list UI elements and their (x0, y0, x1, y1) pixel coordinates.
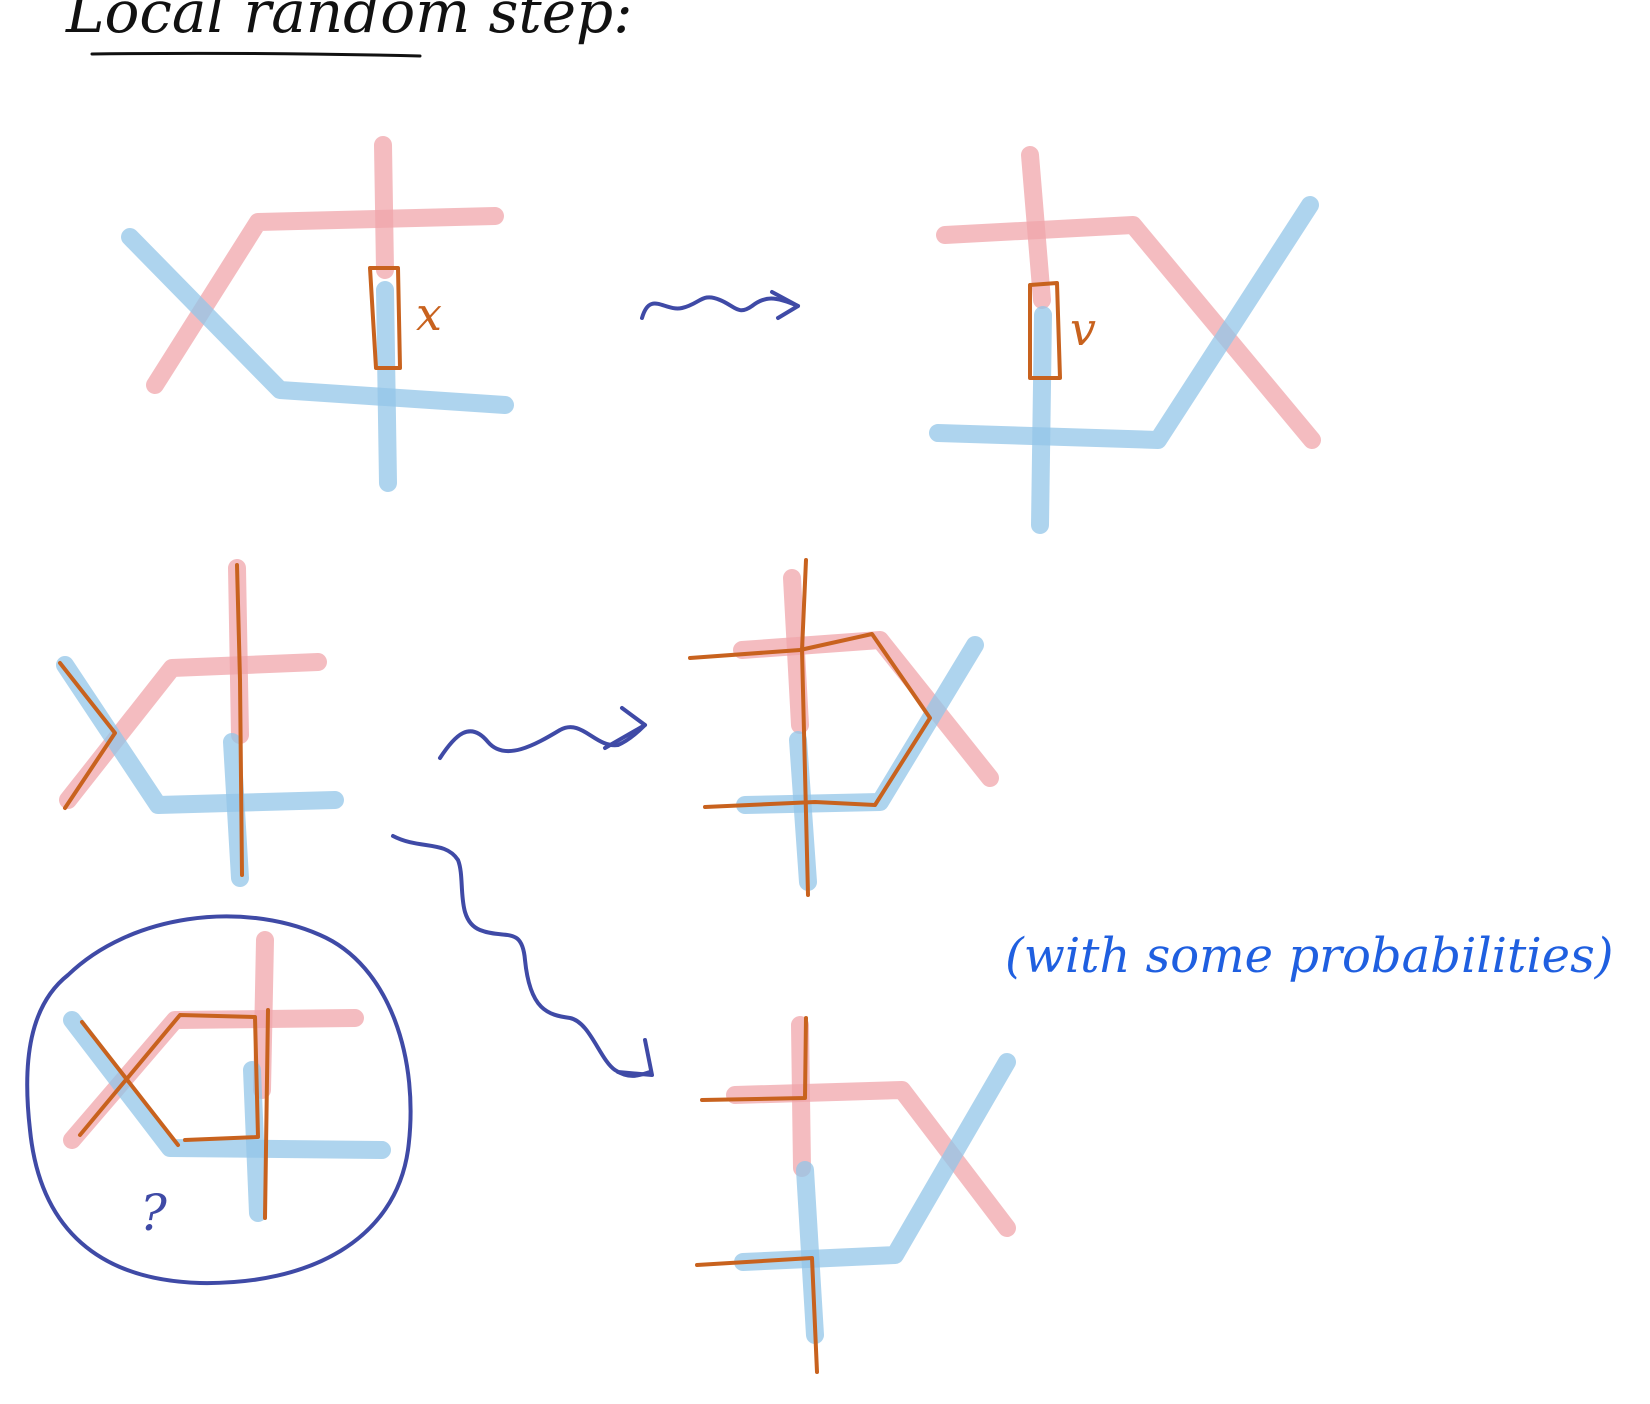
orange-box-x (368, 266, 402, 370)
blue-strand (929, 196, 1319, 449)
blue-strand (63, 1011, 391, 1159)
squiggle-arrow-middle (438, 706, 647, 760)
orange-corner-top (700, 1016, 808, 1102)
red-strand (146, 207, 504, 394)
squiggle-arrow (391, 834, 652, 1078)
title-underline (90, 51, 422, 58)
red-strand (936, 216, 1321, 449)
orange-vertical-path (263, 1008, 270, 1220)
diagram-top-left: x (121, 136, 514, 492)
arrow-head (616, 1038, 654, 1077)
title-group: Local random step: (65, 0, 633, 58)
diagram-circled-question: ? (25, 914, 413, 1286)
orange-box-path (78, 1013, 260, 1142)
title-text: Local random step: (65, 0, 633, 46)
arrow-head (603, 706, 647, 750)
diagram-middle-right (688, 558, 999, 897)
red-strand (733, 631, 999, 787)
orange-box-v (1028, 281, 1062, 380)
label-v: v (1070, 302, 1096, 356)
blue-strand (56, 656, 344, 814)
orange-vertical-path (235, 563, 244, 877)
squiggle-arrow-top (640, 290, 800, 320)
arrow-head (770, 290, 800, 320)
diagram-top-right: v (929, 146, 1321, 534)
squiggle-arrow (640, 295, 800, 320)
blue-strand (243, 1061, 267, 1222)
orange-bend-path (58, 661, 117, 810)
blue-strand (376, 281, 397, 492)
diagram-middle-left (56, 559, 344, 887)
red-strand (374, 136, 394, 279)
question-mark: ? (140, 1184, 168, 1242)
squiggle-arrow-down (391, 834, 654, 1078)
probability-note: (with some probabilities) (1005, 928, 1613, 984)
label-x: x (416, 287, 442, 341)
red-strand (59, 653, 327, 809)
blue-strand (121, 228, 514, 414)
orange-corner-bottom (695, 1256, 819, 1374)
enclosing-circle (25, 914, 413, 1286)
orange-diagonal-path (80, 1020, 180, 1147)
diagram-bottom-right (695, 1016, 1016, 1374)
squiggle-arrow (438, 723, 647, 760)
orange-loop-path (688, 632, 932, 809)
blue-strand (1031, 306, 1052, 534)
blue-strand (223, 733, 249, 887)
red-strand (726, 1081, 1016, 1237)
